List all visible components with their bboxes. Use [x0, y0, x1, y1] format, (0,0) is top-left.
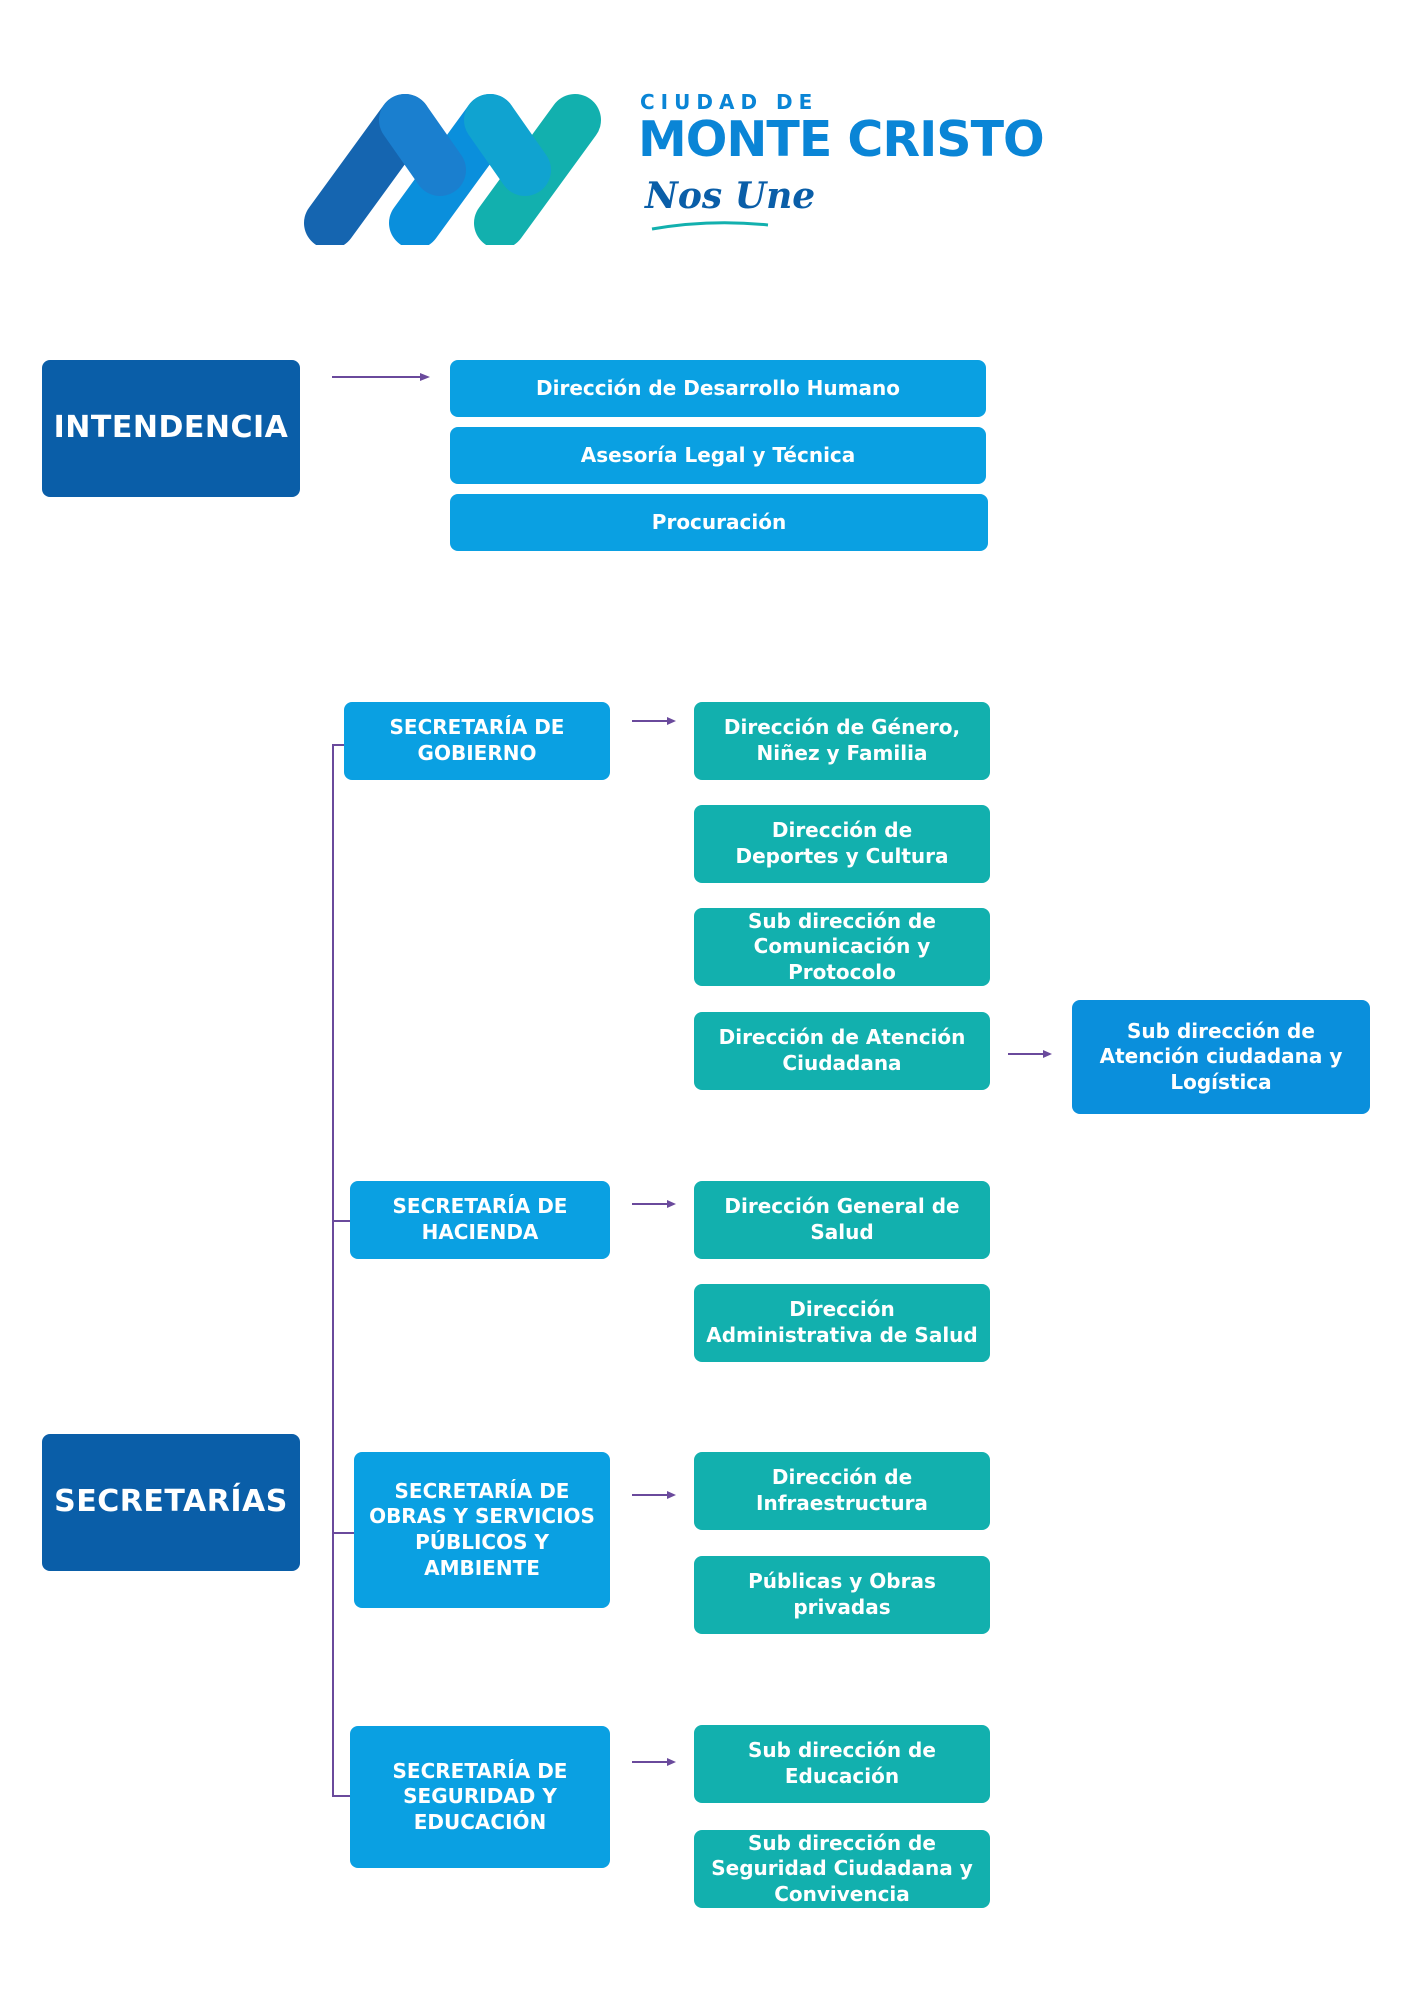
direccion-label: Sub dirección de Educación	[748, 1738, 936, 1788]
secretaria-hacienda[interactable]: SECRETARÍA DE HACIENDA	[350, 1181, 610, 1259]
direccion-box[interactable]: Sub dirección de Comunicación y Protocol…	[694, 908, 990, 986]
intendencia-arrow	[332, 368, 432, 387]
direccion-box[interactable]: Dirección General de Salud	[694, 1181, 990, 1259]
secretaria-label: SECRETARÍA DE OBRAS Y SERVICIOS PÚBLICOS…	[369, 1478, 595, 1580]
direccion-box[interactable]: Sub dirección de Educación	[694, 1725, 990, 1803]
logo-swoosh-icon	[651, 221, 769, 231]
logo-mark-icon	[304, 94, 601, 245]
connector-branch	[332, 1532, 354, 1534]
intendencia-box: INTENDENCIA	[42, 360, 300, 497]
intendencia-item[interactable]: Asesoría Legal y Técnica	[450, 427, 986, 484]
subdireccion-label: Sub dirección de Atención ciudadana y Lo…	[1099, 1018, 1343, 1094]
direccion-box[interactable]: Dirección de Atención Ciudadana	[694, 1012, 990, 1090]
secretaria-label: SECRETARÍA DE HACIENDA	[392, 1194, 568, 1244]
intendencia-item-label: Procuración	[651, 509, 787, 534]
intendencia-title: INTENDENCIA	[53, 410, 289, 446]
logo-tagline: Nos Une	[645, 175, 816, 217]
secretaria-gobierno[interactable]: SECRETARÍA DE GOBIERNO	[344, 702, 610, 780]
direccion-box[interactable]: Dirección Administrativa de Salud	[694, 1284, 990, 1362]
secretaria-seguridad[interactable]: SECRETARÍA DE SEGURIDAD Y EDUCACIÓN	[350, 1726, 610, 1868]
direccion-label: Dirección General de Salud	[724, 1194, 960, 1244]
secretaria-label: SECRETARÍA DE GOBIERNO	[389, 715, 565, 765]
intendencia-item[interactable]: Procuración	[450, 494, 988, 551]
connector-branch	[332, 1220, 350, 1222]
direccion-label: Sub dirección de Seguridad Ciudadana y C…	[711, 1830, 973, 1906]
secretarias-title: SECRETARÍAS	[54, 1484, 288, 1520]
arrow-icon	[632, 1195, 678, 1214]
intendencia-item[interactable]: Dirección de Desarrollo Humano	[450, 360, 986, 417]
arrow-icon	[1008, 1045, 1054, 1064]
direccion-label: Dirección de Atención Ciudadana	[718, 1025, 966, 1075]
intendencia-item-label: Asesoría Legal y Técnica	[580, 442, 856, 467]
direccion-label: Dirección Administrativa de Salud	[706, 1297, 978, 1347]
connector-spine	[332, 744, 334, 1796]
arrow-icon	[632, 1753, 678, 1772]
intendencia-item-label: Dirección de Desarrollo Humano	[536, 375, 900, 400]
direccion-box[interactable]: Dirección de Infraestructura	[694, 1452, 990, 1530]
direccion-label: Dirección de Género, Niñez y Familia	[723, 715, 961, 765]
logo-small-text: CIUDAD DE	[640, 90, 819, 114]
direccion-box[interactable]: Dirección de Género, Niñez y Familia	[694, 702, 990, 780]
direccion-label: Dirección de Infraestructura	[756, 1465, 928, 1515]
direccion-box[interactable]: Dirección de Deportes y Cultura	[694, 805, 990, 883]
arrow-icon	[632, 1486, 678, 1505]
secretaria-obras[interactable]: SECRETARÍA DE OBRAS Y SERVICIOS PÚBLICOS…	[354, 1452, 610, 1608]
direccion-label: Sub dirección de Comunicación y Protocol…	[748, 908, 936, 984]
logo: CIUDAD DE MONTE CRISTO Nos Une	[300, 85, 1100, 245]
direccion-label: Dirección de Deportes y Cultura	[735, 818, 949, 868]
direccion-box[interactable]: Públicas y Obras privadas	[694, 1556, 990, 1634]
secretarias-box: SECRETARÍAS	[42, 1434, 300, 1571]
secretaria-label: SECRETARÍA DE SEGURIDAD Y EDUCACIÓN	[392, 1758, 568, 1834]
direccion-label: Públicas y Obras privadas	[748, 1569, 936, 1619]
logo-big-text: MONTE CRISTO	[638, 111, 1045, 168]
subdireccion-box[interactable]: Sub dirección de Atención ciudadana y Lo…	[1072, 1000, 1370, 1114]
direccion-box[interactable]: Sub dirección de Seguridad Ciudadana y C…	[694, 1830, 990, 1908]
arrow-icon	[632, 712, 678, 731]
connector-branch	[332, 1795, 350, 1797]
connector-branch	[332, 744, 346, 746]
